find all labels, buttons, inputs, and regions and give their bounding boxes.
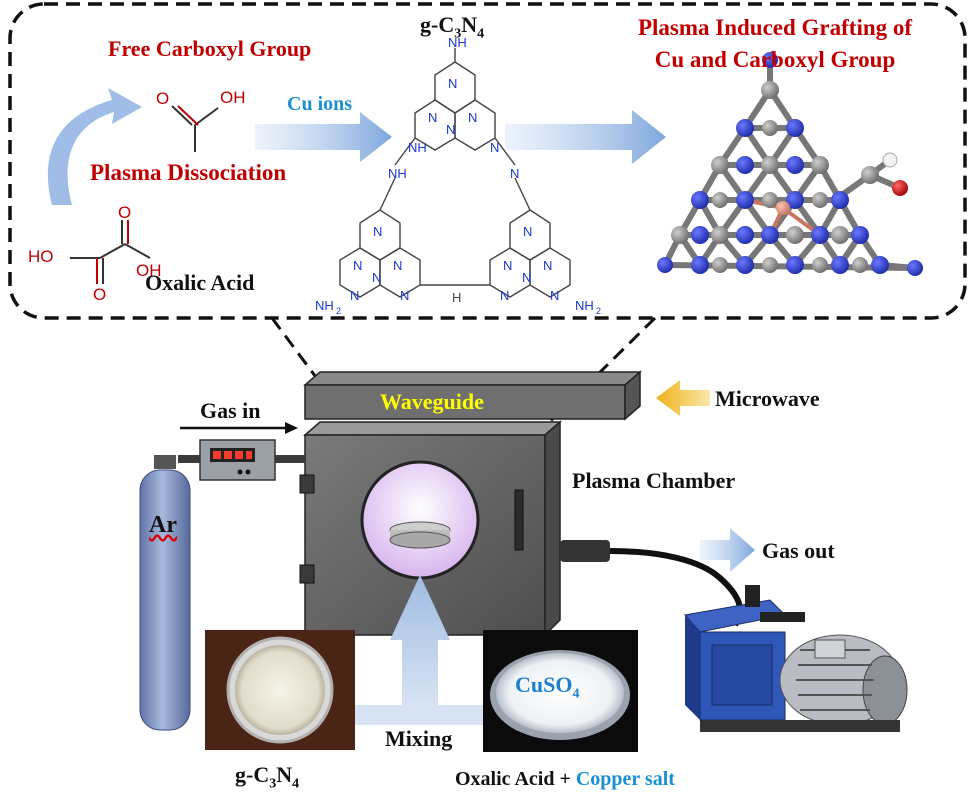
argon-cylinder (139, 469, 191, 731)
gas-in-label: Gas in (200, 398, 261, 423)
svg-text:2: 2 (336, 306, 341, 316)
gcn-bottom-main: g-C (235, 762, 270, 787)
oxalic-bottom: Oxalic Acid + (455, 768, 576, 790)
microwave-arrow (656, 380, 710, 416)
plasma-chamber-label: Plasma Chamber (572, 468, 736, 493)
bottom-reagents-label: Oxalic Acid + Copper salt (455, 768, 675, 791)
waveguide-bar (304, 384, 626, 420)
gcn-top-sub1: 3 (454, 26, 462, 42)
svg-text:NH: NH (388, 166, 407, 181)
heptazine-bonds (339, 48, 571, 298)
svg-text:N: N (543, 258, 552, 273)
gcn-top-n: N (461, 12, 478, 37)
ar-label: Ar (149, 512, 177, 538)
waveguide-label: Waveguide (380, 389, 484, 414)
cuso4-label: CuSO4 (515, 672, 579, 702)
svg-text:NH: NH (575, 298, 594, 313)
gcn-bottom-label: g-C3N4 (235, 762, 299, 792)
microwave-label: Microwave (715, 386, 820, 411)
svg-text:N: N (522, 270, 531, 285)
cu-ions-label: Cu ions (287, 93, 353, 115)
grafting-line2: Cu and Carboxyl Group (654, 47, 896, 72)
svg-text:N: N (500, 288, 509, 303)
svg-text:N: N (372, 270, 381, 285)
svg-text:NH: NH (448, 35, 467, 50)
chamber-window (360, 460, 480, 580)
svg-text:N: N (468, 110, 477, 125)
cuso4-sub: 4 (572, 686, 580, 702)
free-carboxyl-label: Free Carboxyl Group (108, 36, 312, 61)
oxalic-acid-label: Oxalic Acid (145, 270, 255, 295)
gcn-bottom-sub1: 3 (269, 776, 277, 792)
svg-text:N: N (490, 140, 499, 155)
svg-text:N: N (428, 110, 437, 125)
svg-text:N: N (373, 224, 382, 239)
svg-text:NH: NH (315, 298, 334, 313)
grafting-label: Plasma Induced Grafting of Cu and Carbox… (600, 12, 950, 76)
svg-text:N: N (503, 258, 512, 273)
svg-text:N: N (393, 258, 402, 273)
cu-ions-arrow (255, 112, 392, 162)
gas-out-arrow (700, 528, 755, 572)
curved-arrow (47, 88, 143, 205)
svg-text:HO: HO (28, 247, 54, 266)
carboxyl-oh: OH (220, 88, 246, 107)
gas-out-label: Gas out (762, 538, 835, 563)
carboxyl-o: O (156, 89, 169, 108)
svg-text:O: O (118, 203, 131, 222)
mixing-up-arrow (390, 575, 450, 705)
svg-text:N: N (446, 122, 455, 137)
gcn-top-main: g-C (420, 12, 455, 37)
carboxyl-structure (171, 105, 219, 152)
ball-stick-atoms (657, 52, 923, 276)
svg-text:NH: NH (408, 140, 427, 155)
svg-text:N: N (400, 288, 409, 303)
grafting-line1: Plasma Induced Grafting of (637, 15, 913, 40)
svg-text:2: 2 (596, 306, 601, 316)
svg-text:OH: OH (136, 261, 162, 280)
gcn-top-label: g-C3N4 (420, 12, 484, 42)
cuso4-main: CuSO (515, 672, 573, 697)
plasma-dissociation-label: Plasma Dissociation (90, 160, 287, 185)
gcn-bottom-sub2: 4 (292, 776, 300, 792)
svg-text:N: N (353, 258, 362, 273)
svg-text:N: N (550, 288, 559, 303)
copper-salt: Copper salt (575, 768, 675, 790)
svg-text:N: N (350, 288, 359, 303)
mixing-label: Mixing (385, 726, 453, 751)
svg-text:N: N (523, 224, 532, 239)
svg-text:N: N (510, 166, 519, 181)
top-panel-border (8, 2, 967, 320)
svg-text:O: O (93, 285, 106, 304)
svg-text:N: N (448, 76, 457, 91)
vacuum-pump (684, 585, 908, 732)
svg-text:H: H (452, 290, 461, 305)
oxalic-structure (70, 220, 151, 284)
heptazine-atoms: NH N N N N NH N NH N N N N N N N N N N N… (315, 35, 601, 316)
grafting-arrow (505, 110, 666, 164)
gcn-top-sub2: 4 (477, 26, 485, 42)
gcn-bottom-n: N (276, 762, 293, 787)
